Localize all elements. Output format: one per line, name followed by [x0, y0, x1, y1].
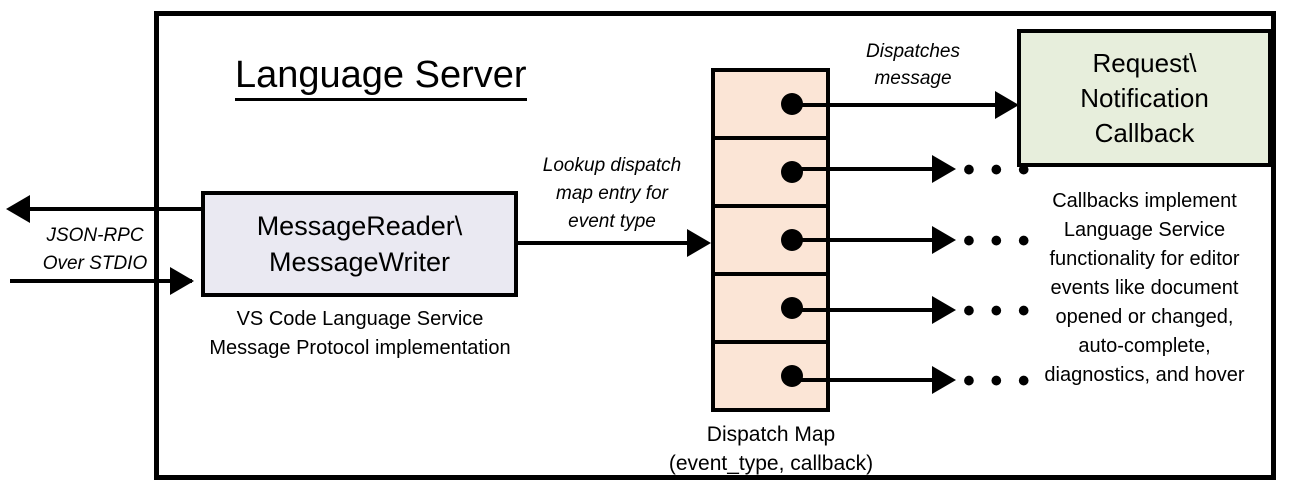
dispatch-caption-line2: (event_type, callback): [668, 452, 874, 475]
dispatch-edge-arrowhead-4: [932, 296, 956, 324]
outbound-rpc-arrowhead: [6, 195, 30, 223]
dispatch-edge-line-1: [786, 103, 999, 107]
callback-box-line1: Request\: [1092, 47, 1197, 78]
jsonrpc-label-line2: Over STDIO: [42, 253, 148, 274]
callback-caption-line1: Callbacks implement: [1052, 190, 1237, 212]
dispatch-edge-arrowhead-1: [995, 91, 1019, 119]
lookup-dispatch-arrowhead: [687, 229, 711, 257]
dispatch-edge-arrowhead-5: [932, 366, 956, 394]
dispatch-map-row[interactable]: [715, 208, 826, 276]
message-box-caption: VS Code Language Service Message Protoco…: [190, 305, 530, 363]
callback-box-caption: Callbacks implement Language Service fun…: [1007, 187, 1282, 390]
jsonrpc-label-line1: JSON-RPC: [46, 225, 144, 246]
callback-dot-icon: [781, 161, 803, 183]
callback-caption-line2: Language Service: [1063, 219, 1226, 241]
request-notification-callback-box[interactable]: Request\ Notification Callback: [1017, 29, 1272, 167]
callback-dot-icon: [781, 365, 803, 387]
dispatch-map-row[interactable]: [715, 140, 826, 208]
lookup-label-line3: event type: [568, 211, 656, 232]
callback-caption-line3: functionality for editor: [1049, 248, 1240, 270]
dispatch-caption-line1: Dispatch Map: [706, 423, 836, 446]
callback-caption-line5: opened or changed,: [1055, 306, 1234, 328]
message-caption-line1: VS Code Language Service: [236, 308, 484, 330]
inbound-rpc-arrowhead: [170, 267, 194, 295]
dispatch-edge-arrowhead-2: [932, 155, 956, 183]
lookup-label-line2: map entry for: [556, 183, 668, 204]
dispatch-map-table[interactable]: [711, 68, 830, 412]
dispatch-edge-line-3: [786, 238, 936, 242]
dispatch-msg-line2: message: [874, 68, 952, 89]
dispatch-map-caption: Dispatch Map (event_type, callback): [640, 420, 902, 478]
outbound-rpc-line: [30, 207, 206, 211]
lookup-dispatch-line: [516, 241, 689, 245]
dispatch-msg-line1: Dispatches: [866, 41, 960, 62]
dispatch-edge-line-2: [786, 167, 936, 171]
message-reader-writer-box[interactable]: MessageReader\ MessageWriter: [201, 191, 518, 297]
message-caption-line2: Message Protocol implementation: [209, 337, 511, 359]
language-server-boundary: [154, 11, 1276, 480]
jsonrpc-transport-label: JSON-RPC Over STDIO: [20, 222, 170, 278]
callback-caption-line7: diagnostics, and hover: [1044, 364, 1245, 386]
diagram-title-text: Language Server: [235, 54, 527, 101]
message-box-line2: MessageWriter: [268, 247, 451, 277]
dispatch-edge-line-5: [786, 378, 936, 382]
inbound-rpc-line: [10, 279, 192, 283]
dispatch-edge-arrowhead-3: [932, 226, 956, 254]
message-box-line1: MessageReader\: [256, 211, 463, 241]
callback-box-line2: Notification: [1080, 82, 1209, 113]
callback-caption-line4: events like document: [1050, 277, 1239, 299]
dispatch-map-row[interactable]: [715, 344, 826, 408]
callback-box-line3: Callback: [1094, 117, 1195, 148]
dispatch-edge-line-4: [786, 308, 936, 312]
diagram-title: Language Server: [235, 52, 655, 101]
callback-caption-line6: auto-complete,: [1078, 335, 1211, 357]
lookup-dispatch-label: Lookup dispatch map entry for event type: [521, 152, 703, 236]
dispatches-message-label: Dispatches message: [833, 38, 993, 92]
lookup-label-line1: Lookup dispatch: [542, 155, 682, 176]
